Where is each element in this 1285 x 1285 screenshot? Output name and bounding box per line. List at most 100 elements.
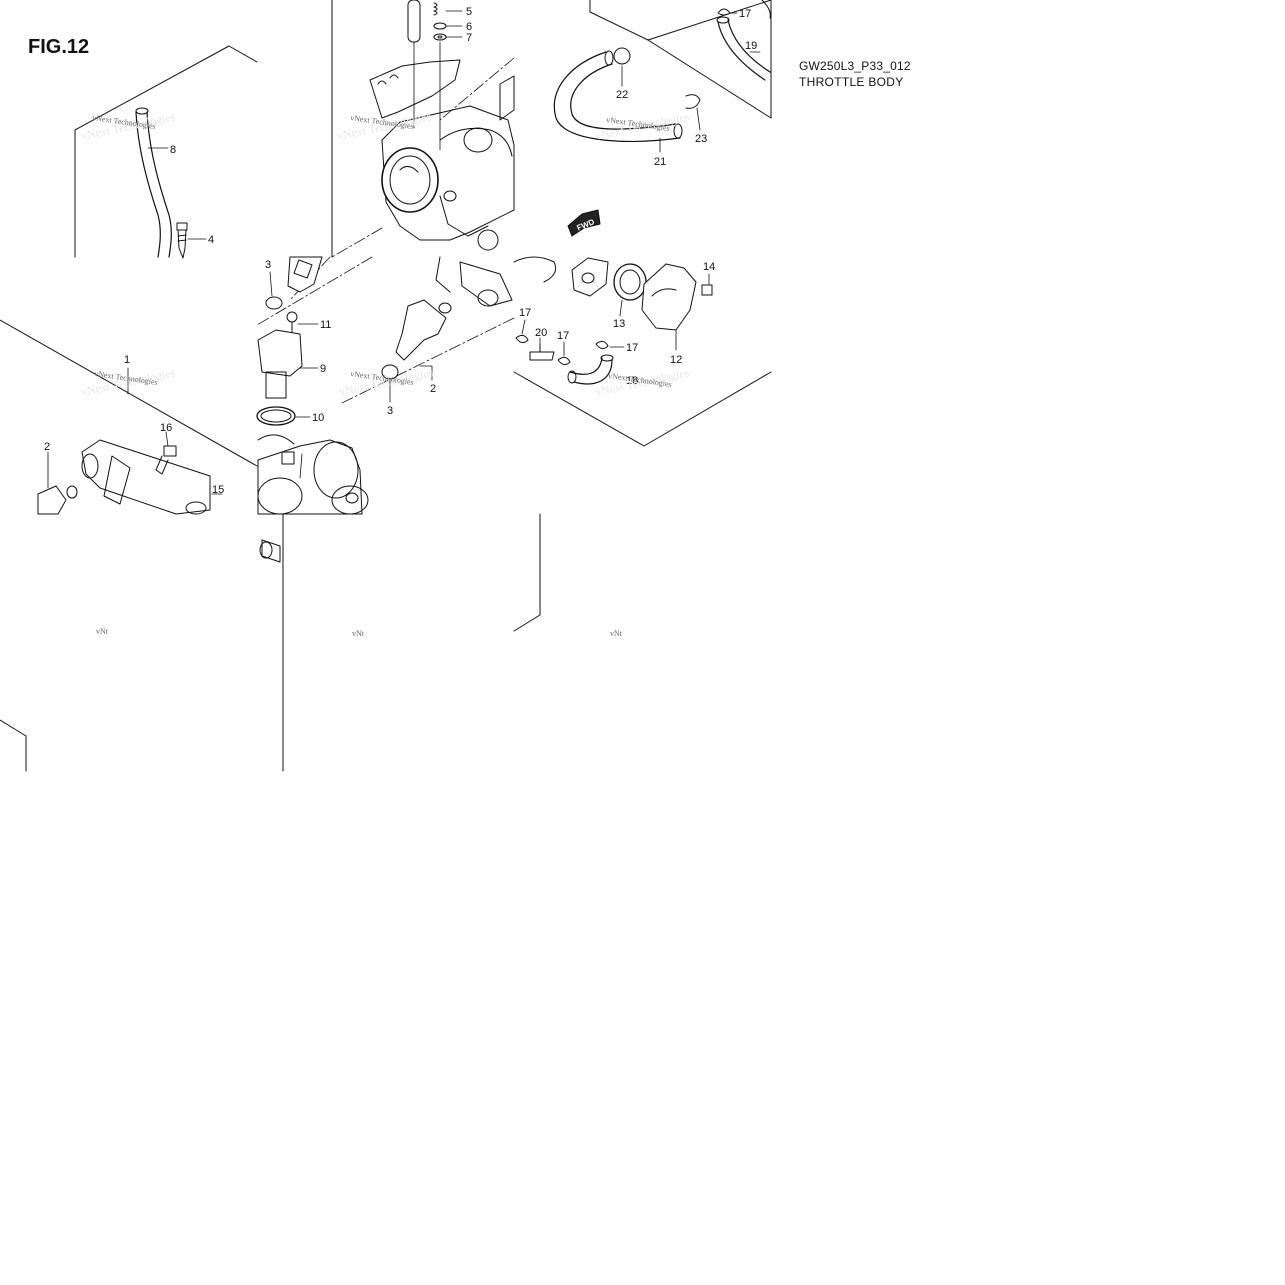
seal-part: [265, 296, 283, 310]
callout-10: 10: [312, 412, 324, 424]
callout-18: 18: [626, 375, 638, 387]
callout-8: 8: [170, 144, 176, 156]
clamp-part: [515, 334, 529, 344]
frame-line: [0, 719, 27, 772]
callout-1: 1: [124, 354, 130, 366]
watermark-fragment: vNt: [352, 629, 365, 638]
injector-part: [37, 485, 67, 515]
o-ring-part: [256, 406, 296, 426]
hose-part: [569, 357, 603, 375]
housing-edge: [571, 257, 609, 297]
seal-part: [66, 485, 78, 499]
screw-thread: [177, 239, 187, 242]
bracket-part: [369, 59, 461, 119]
tile-injector-middle: [256, 256, 515, 515]
callout-15: 15: [212, 484, 224, 496]
frame-line: [74, 45, 258, 258]
cover-part: [641, 263, 697, 331]
frame-line: [513, 371, 772, 447]
hose-end: [259, 541, 273, 559]
hose-part: [727, 19, 771, 73]
callout-23: 23: [695, 133, 707, 145]
callout-3: 3: [387, 405, 393, 417]
joint-part: [529, 351, 555, 361]
hose-part: [261, 539, 281, 563]
hose-end: [135, 107, 149, 115]
fuel-rail-part: [81, 439, 211, 515]
callout-17: 17: [557, 330, 569, 342]
seal-part: [381, 364, 399, 380]
callout-16: 16: [160, 422, 172, 434]
fuel-rail-end: [81, 453, 99, 479]
tile-fuel-rail-middle: [0, 319, 258, 515]
housing-boss: [443, 190, 457, 202]
callout-19: 19: [745, 40, 757, 52]
callout-labels: 5 6 7 17 19 22 23 21 8 4 3 11 9 10 2 3 1…: [44, 6, 757, 496]
fwd-arrow-icon: [567, 209, 601, 237]
hose-part: [717, 21, 766, 81]
housing-edge: [435, 256, 451, 293]
center-line: [331, 227, 383, 258]
throttle-bore: [313, 441, 359, 499]
washer-part: [433, 22, 447, 30]
clamp-part: [595, 340, 609, 350]
hose-end: [567, 370, 577, 384]
callout-4: 4: [208, 234, 214, 246]
bolt-part: [163, 445, 177, 457]
callout-3: 3: [265, 259, 271, 271]
hose-part: [146, 111, 172, 258]
fuel-rail-end: [185, 501, 207, 515]
callout-17: 17: [739, 8, 751, 20]
clamp-part: [613, 47, 631, 65]
callout-9: 9: [320, 363, 326, 375]
tile-fuel-pipe-upper: [74, 45, 258, 259]
washer-hole: [437, 35, 443, 39]
sensor-part: [257, 329, 303, 377]
washer-part: [433, 33, 447, 41]
leader-line: [299, 453, 303, 479]
hose-end: [673, 123, 683, 139]
hose-end: [600, 354, 614, 362]
drawing-code: GW250L3_P33_012: [799, 59, 911, 73]
hose-part: [553, 51, 681, 142]
leader-line: [696, 107, 701, 131]
frame-line: [589, 0, 772, 41]
housing-boss: [345, 492, 359, 504]
hose-end: [716, 16, 730, 24]
housing-detail: [439, 127, 513, 157]
callout-2: 2: [430, 383, 436, 395]
throttle-body: [381, 105, 515, 241]
callout-21: 21: [654, 156, 666, 168]
housing-port: [477, 229, 499, 251]
housing-edge: [513, 256, 557, 283]
throttle-valve: [399, 166, 419, 173]
hose-part: [135, 111, 161, 258]
cover-detail: [651, 288, 677, 297]
sensor-body: [265, 371, 287, 399]
housing-boss: [581, 272, 595, 284]
throttle-body-lower: [257, 439, 363, 515]
leader-line: [619, 299, 623, 317]
screw-head: [286, 311, 298, 323]
frame-line: [513, 513, 541, 632]
leader-line: [419, 365, 433, 381]
frame-detail: [761, 0, 771, 19]
callout-12: 12: [670, 354, 682, 366]
center-line: [256, 256, 373, 326]
throttle-bore-inner: [389, 155, 431, 205]
housing-boss: [463, 127, 493, 153]
housing-edge: [499, 75, 515, 121]
throttle-bore: [331, 485, 369, 515]
throttle-bore: [257, 477, 303, 515]
screw-shank: [177, 229, 187, 259]
drawing-name: THROTTLE BODY: [799, 75, 904, 89]
bolt-shank: [155, 455, 169, 475]
watermark-fragment: vNt: [96, 627, 109, 636]
fuel-rail-bracket: [103, 455, 131, 505]
housing-edge: [459, 261, 513, 307]
leader-line: [521, 319, 526, 335]
housing-boss: [281, 451, 295, 465]
callout-6: 6: [466, 21, 472, 33]
tile-sensor-middle: [513, 209, 772, 447]
